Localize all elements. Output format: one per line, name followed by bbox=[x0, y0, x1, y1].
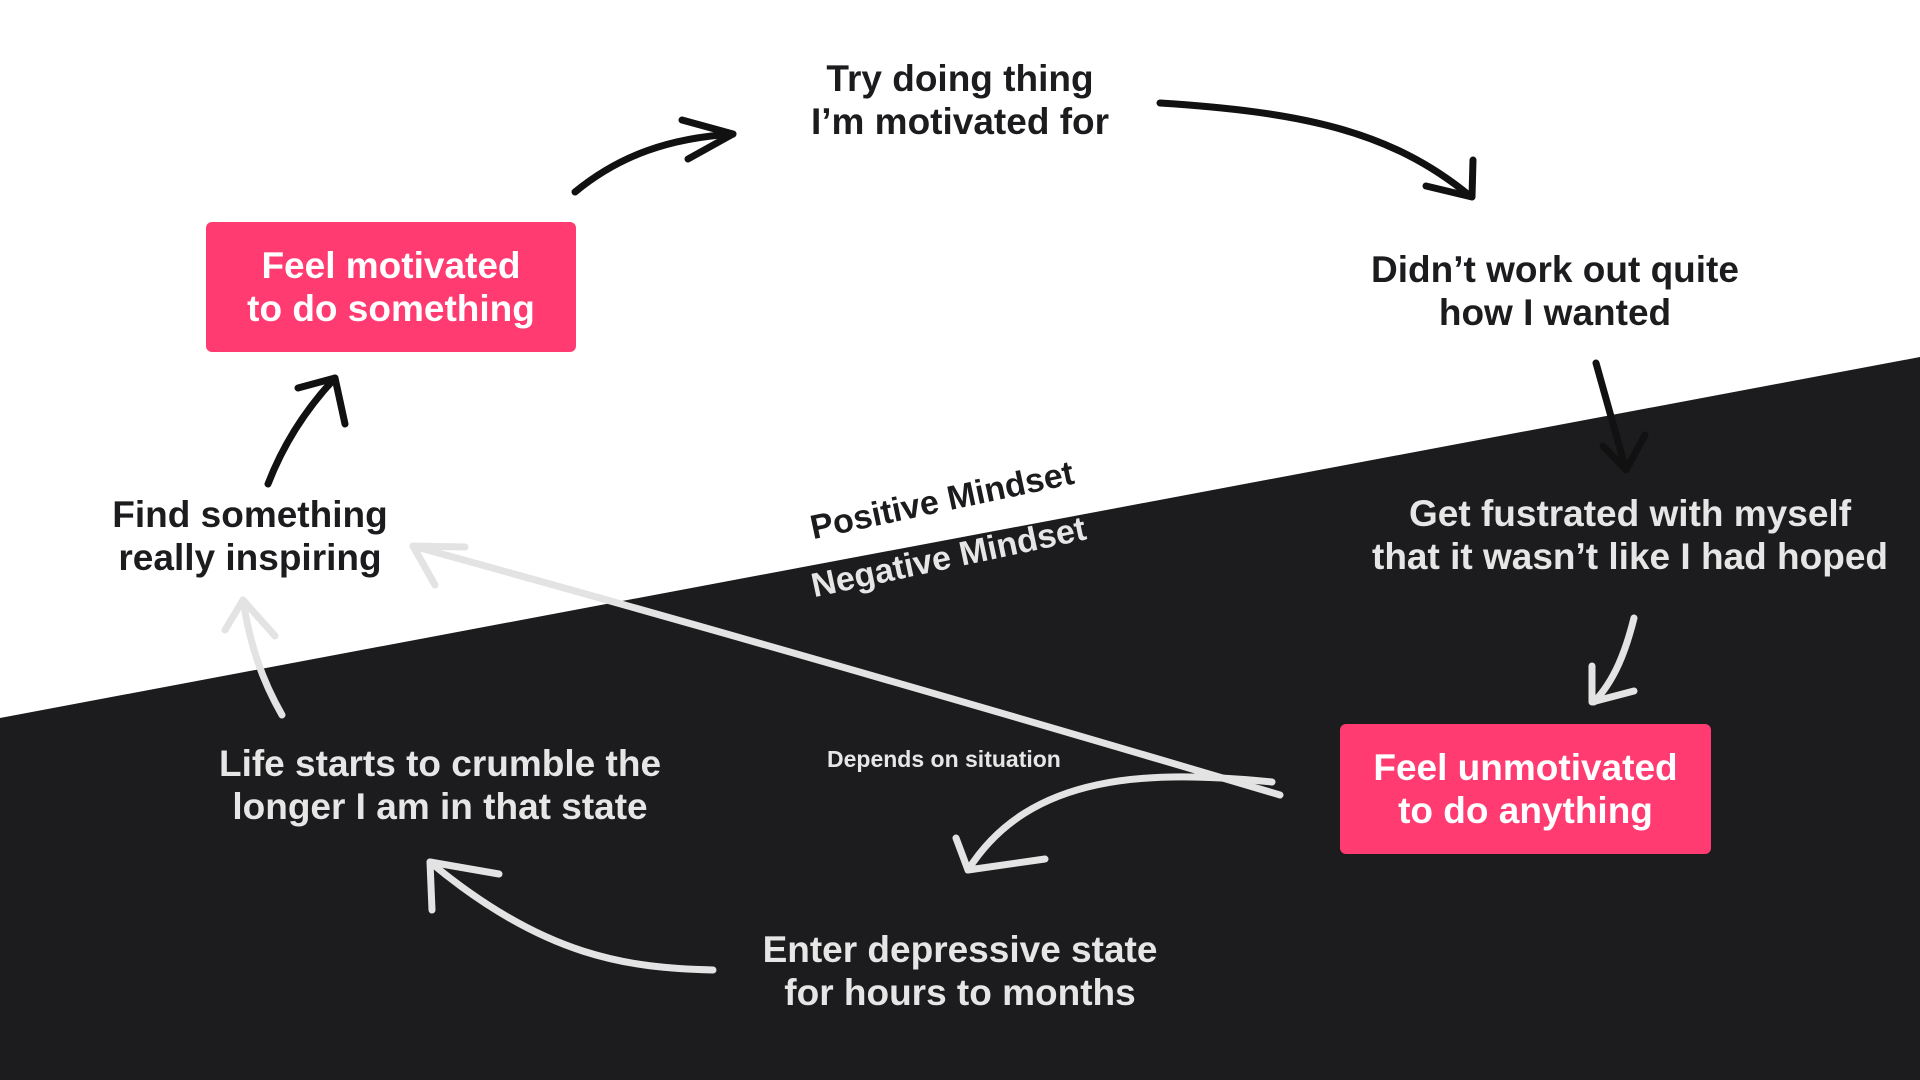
depends-on-situation-label: Depends on situation bbox=[827, 746, 1061, 772]
try-doing-line1: Try doing thing bbox=[826, 58, 1094, 99]
didnt-work-line1: Didn’t work out quite bbox=[1371, 249, 1739, 290]
arrow-didnt-work-to-frustrated bbox=[1592, 359, 1649, 474]
arrow-unmotivated-to-depressive bbox=[952, 773, 1276, 874]
arrow-depressive-to-crumble bbox=[426, 858, 717, 974]
life-crumbles-line2: longer I am in that state bbox=[232, 786, 648, 827]
get-frustrated-node: Get fustrated with myself that it wasn’t… bbox=[1365, 492, 1895, 578]
didnt-work-line2: how I wanted bbox=[1438, 292, 1672, 333]
life-crumbles-line1: Life starts to crumble the bbox=[218, 743, 662, 784]
arrow-frustrated-to-unmotivated bbox=[1588, 614, 1638, 706]
get-frustrated-line2: that it wasn’t like I had hoped bbox=[1372, 536, 1888, 577]
arrow-try-to-didnt-work bbox=[1156, 99, 1477, 201]
enter-depressive-line1: Enter depressive state bbox=[762, 929, 1158, 970]
find-inspiring-line1: Find something bbox=[112, 494, 388, 535]
life-crumbles-node: Life starts to crumble the longer I am i… bbox=[200, 742, 680, 828]
feel-motivated-box: Feel motivated to do something bbox=[206, 222, 576, 352]
feel-unmotivated-box: Feel unmotivated to do anything bbox=[1340, 724, 1711, 854]
try-doing-line2: I’m motivated for bbox=[810, 101, 1110, 142]
feel-motivated-line1: Feel motivated bbox=[261, 245, 521, 286]
try-doing-node: Try doing thing I’m motivated for bbox=[780, 57, 1140, 143]
feel-unmotivated-line1: Feel unmotivated bbox=[1373, 747, 1678, 788]
get-frustrated-line1: Get fustrated with myself bbox=[1408, 493, 1852, 534]
arrow-crumble-to-inspiring bbox=[221, 596, 286, 719]
find-inspiring-line2: really inspiring bbox=[118, 537, 382, 578]
arrow-motivated-to-try bbox=[571, 116, 737, 196]
arrow-inspiring-to-motivated bbox=[264, 374, 349, 488]
enter-depressive-node: Enter depressive state for hours to mont… bbox=[740, 928, 1180, 1014]
find-inspiring-node: Find something really inspiring bbox=[95, 493, 405, 579]
feel-motivated-line2: to do something bbox=[247, 288, 535, 329]
arrow-unmotivated-to-inspiring bbox=[409, 542, 1284, 799]
didnt-work-node: Didn’t work out quite how I wanted bbox=[1350, 248, 1760, 334]
enter-depressive-line2: for hours to months bbox=[784, 972, 1136, 1013]
feel-unmotivated-line2: to do anything bbox=[1398, 790, 1653, 831]
